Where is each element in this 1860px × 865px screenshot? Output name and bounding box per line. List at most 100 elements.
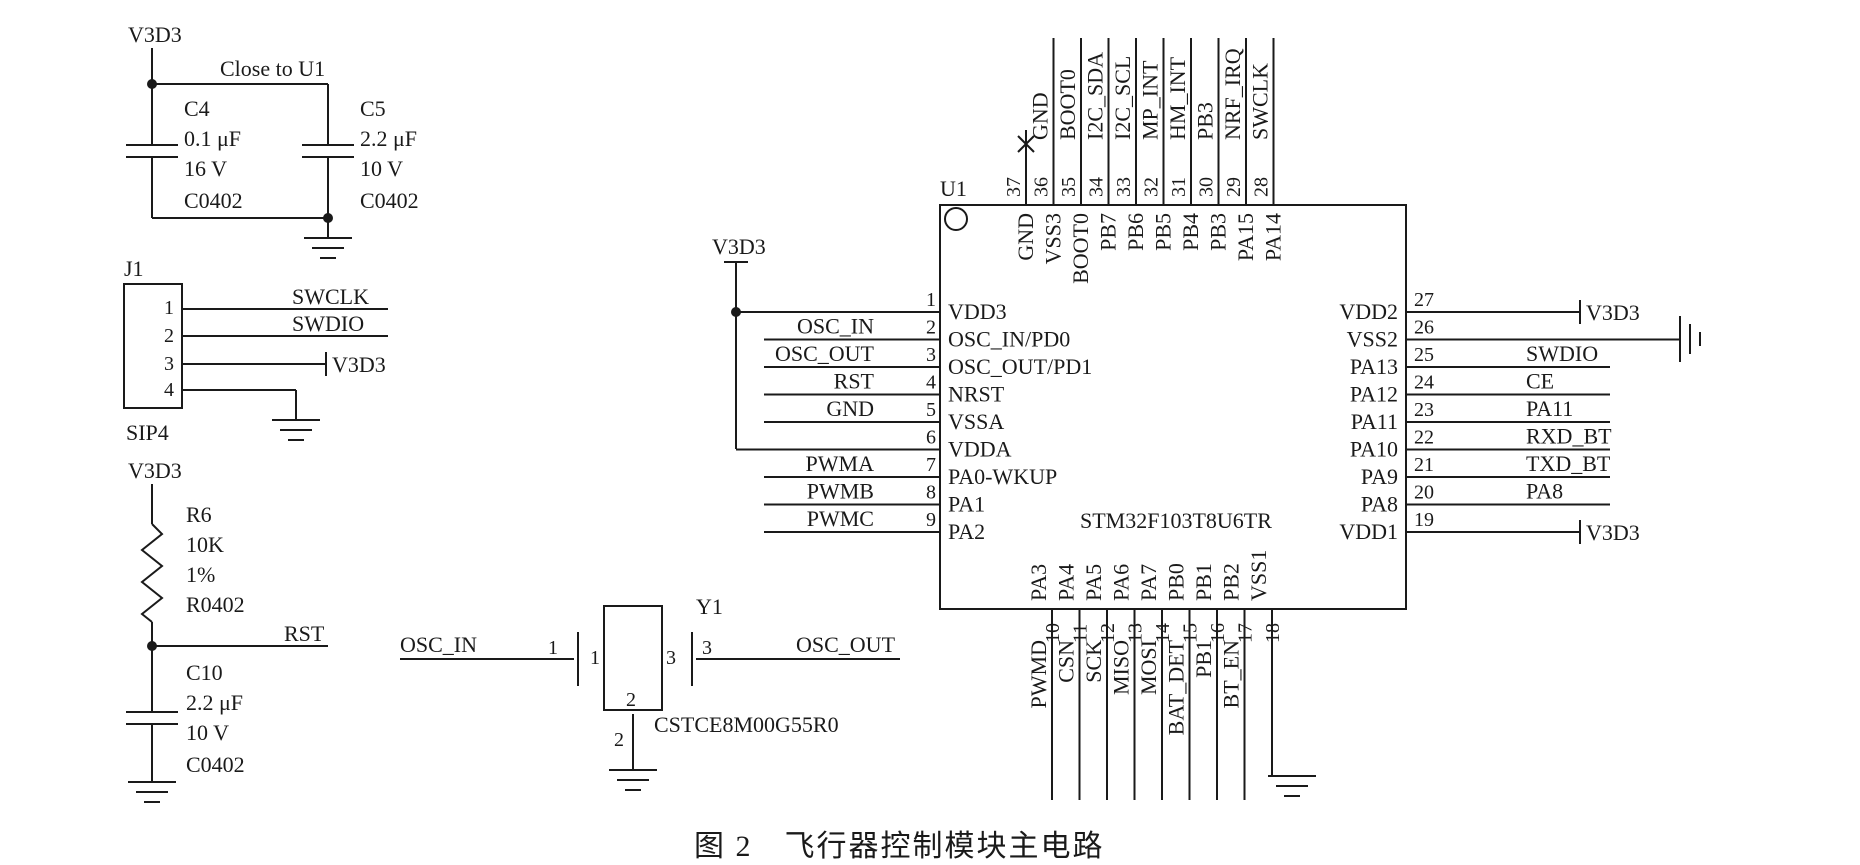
pin-number: 13 [1125, 623, 1147, 643]
c5-ref: C5 [360, 96, 386, 121]
net-label: MP_INT [1138, 60, 1163, 140]
pin-number: 17 [1235, 623, 1257, 643]
ground-symbol [304, 237, 352, 259]
pin-number: 8 [926, 482, 936, 504]
net-label: OSC_OUT [775, 341, 875, 366]
pin-name: GND [1013, 213, 1038, 261]
pin-name: OSC_OUT/PD1 [948, 354, 1092, 379]
j1-pin1-num: 1 [164, 297, 174, 319]
net-label: SCK [1081, 640, 1106, 683]
pin-name: PA5 [1081, 564, 1106, 601]
pin-name: PA2 [948, 519, 985, 544]
net-label: I2C_SCL [1110, 56, 1135, 140]
net-label: PB1 [1191, 640, 1216, 678]
net-label: TXD_BT [1526, 451, 1611, 476]
y1-part: CSTCE8M00G55R0 [654, 712, 839, 737]
c4-ref: C4 [184, 96, 210, 121]
pin-name: PB4 [1178, 213, 1203, 251]
c4-package: C0402 [184, 188, 243, 213]
y1-pin1-num: 1 [548, 637, 558, 659]
c4-rail-label: V3D3 [128, 22, 182, 47]
pin-name: PA11 [1351, 409, 1398, 434]
pin-name: PB7 [1096, 213, 1121, 251]
j1-pin3-net: V3D3 [332, 352, 386, 377]
net-label: RXD_BT [1526, 424, 1612, 449]
c5-package: C0402 [360, 188, 419, 213]
pin-number: 29 [1223, 177, 1245, 197]
net-label: MISO [1109, 640, 1134, 695]
net-label: CSN [1054, 640, 1079, 683]
net-label: PB3 [1193, 102, 1218, 140]
pin-name: PB1 [1191, 563, 1216, 601]
y1-inner-pin3: 3 [666, 647, 676, 669]
y1-body [603, 605, 663, 711]
ground-symbol [272, 419, 320, 441]
pin-number: 33 [1113, 177, 1135, 197]
net-label: CE [1526, 369, 1554, 394]
c5-voltage: 10 V [360, 156, 403, 181]
net-label: PWMD [1026, 640, 1051, 708]
resistor-r6 [140, 523, 164, 623]
net-label: SWCLK [1248, 63, 1273, 140]
pin-number: 32 [1141, 177, 1163, 197]
figure-caption: 图 2 飞行器控制模块主电路 [694, 830, 1105, 863]
ground-symbol [1679, 316, 1701, 362]
y1-ref: Y1 [696, 594, 723, 619]
ground-symbol [1268, 775, 1316, 797]
y1-inner-pin2: 2 [626, 689, 636, 711]
c5-value: 2.2 μF [360, 126, 417, 151]
ground-symbol [609, 769, 657, 791]
j1-ref: J1 [124, 256, 144, 281]
pin-number: 24 [1414, 372, 1434, 394]
net-label: I2C_SDA [1083, 52, 1108, 140]
j1-footprint: SIP4 [126, 420, 169, 445]
pin-name: VDD2 [1339, 299, 1398, 324]
pin-name: PA1 [948, 492, 985, 517]
pin-number: 14 [1152, 623, 1174, 643]
r6-rail-label: V3D3 [128, 458, 182, 483]
pin-name: PB3 [1206, 213, 1231, 251]
pin-name: VSS2 [1347, 327, 1398, 352]
pin-number: 26 [1414, 317, 1434, 339]
net-label: V3D3 [1586, 300, 1640, 325]
reset-circuit: V3D3 R6 10K 1% R0402 RST C10 2.2 μF 10 V… [126, 458, 328, 803]
pin-number: 18 [1262, 623, 1284, 643]
pin-number: 31 [1168, 177, 1190, 197]
top-pin-group: 37GND36VSS3GND35BOOT0BOOT034PB7I2C_SDA33… [1003, 38, 1286, 284]
j1-body [123, 283, 183, 409]
net-label: PA11 [1526, 396, 1573, 421]
pin-number: 20 [1414, 482, 1434, 504]
r6-package: R0402 [186, 592, 245, 617]
u1-vdd-rail-label: V3D3 [712, 234, 766, 259]
net-label: PWMB [807, 479, 874, 504]
pin-number: 19 [1414, 509, 1434, 531]
pin-name: PA10 [1350, 437, 1398, 462]
pin-number: 15 [1180, 623, 1202, 643]
c10-value: 2.2 μF [186, 690, 243, 715]
pin-number: 27 [1414, 289, 1434, 311]
net-label: BOOT0 [1055, 69, 1080, 140]
y1-right-net: OSC_OUT [796, 632, 896, 657]
pin-name: PB2 [1219, 563, 1244, 601]
net-label: BAT_DET [1164, 639, 1189, 735]
pin-number: 35 [1058, 177, 1080, 197]
pin-number: 28 [1251, 177, 1273, 197]
pin-name: PA6 [1109, 564, 1134, 601]
c10-voltage: 10 V [186, 720, 229, 745]
c10-package: C0402 [186, 752, 245, 777]
net-label: HM_INT [1165, 56, 1190, 140]
pin-name: VDD3 [948, 299, 1007, 324]
pin-name: PA12 [1350, 382, 1398, 407]
pin-name: PA14 [1261, 213, 1286, 261]
net-label: PWMC [807, 506, 874, 531]
pin-name: PA4 [1054, 564, 1079, 601]
pin-name: BOOT0 [1068, 213, 1093, 284]
pin-number: 12 [1097, 623, 1119, 643]
pin-number: 23 [1414, 399, 1434, 421]
pin1-marker [944, 207, 968, 231]
y1-inner-pin1: 1 [590, 647, 600, 669]
net-label: PA8 [1526, 479, 1563, 504]
u1-part-number: STM32F103T8U6TR [1080, 508, 1272, 533]
